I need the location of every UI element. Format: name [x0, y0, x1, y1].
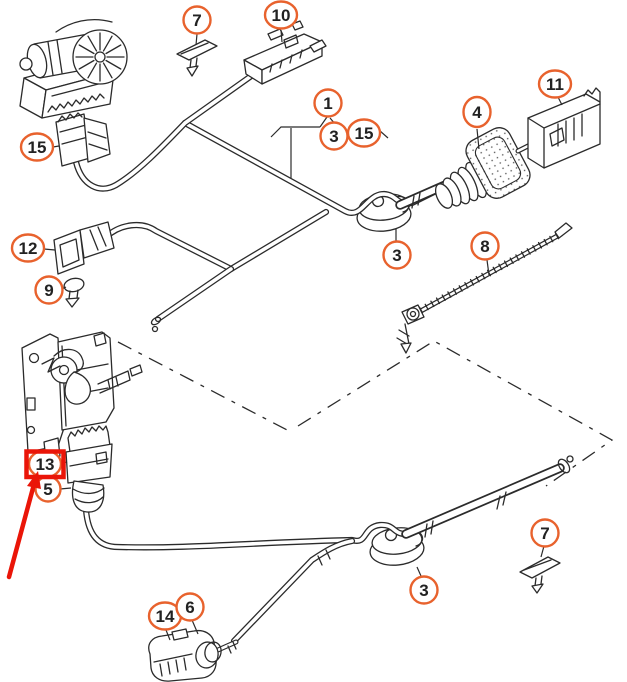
callout-9[interactable]: 9 [34, 275, 67, 305]
top-harness-wire [72, 70, 455, 216]
callout-3-group-label: 3 [329, 127, 338, 146]
callout-7-bottom-label: 7 [540, 524, 549, 543]
callout-14-label: 14 [156, 607, 175, 626]
callout-10[interactable]: 10 [263, 0, 299, 43]
cut-end-lower [557, 458, 571, 474]
callout-3-lower-grommet[interactable]: 3 [409, 566, 439, 605]
callout-7-top[interactable]: 7 [182, 5, 212, 46]
bottom-connector [148, 628, 239, 682]
callout-3-lower-label: 3 [419, 581, 428, 600]
callout-12-label: 12 [19, 239, 38, 258]
door-main-connector [527, 87, 601, 169]
callout-6-label: 6 [185, 598, 194, 617]
callout-3-upper-grommet[interactable]: 3 [382, 229, 412, 270]
callout-11-label: 11 [546, 75, 564, 94]
callout-5-label: 5 [43, 480, 52, 499]
callout-13-label: 13 [36, 455, 55, 474]
callout-15-left-label: 15 [28, 138, 47, 157]
callout-1[interactable]: 1 [313, 88, 343, 118]
mushroom-clip [63, 277, 85, 308]
two-pin-connector [53, 221, 115, 275]
highlight-arrow-shaft [6, 485, 36, 580]
spreader-clip-bottom [519, 556, 561, 594]
motor-connector [55, 112, 111, 167]
callout-7-bottom[interactable]: 7 [530, 518, 560, 558]
callout-15-group[interactable]: 15 [346, 118, 382, 148]
highlight-arrow-head [27, 471, 41, 489]
cut-end-upper [150, 316, 162, 326]
spreader-clip-top [176, 39, 218, 77]
lock-connector-boot [71, 480, 105, 513]
callout-4-label: 4 [472, 103, 482, 122]
callout-1-label: 1 [323, 94, 332, 113]
callout-9-label: 9 [44, 281, 53, 300]
panel-dashed-outline [117, 340, 614, 487]
callout-4[interactable]: 4 [462, 95, 492, 150]
window-motor [19, 18, 128, 119]
callout-11[interactable]: 11 [537, 69, 573, 106]
callout-15-group-label: 15 [355, 124, 374, 143]
callout-3-upper-label: 3 [392, 246, 401, 265]
callout-14[interactable]: 14 [147, 601, 183, 641]
bracket-connector [243, 20, 327, 85]
callout-7-top-label: 7 [192, 11, 201, 30]
callout-6[interactable]: 6 [175, 592, 205, 635]
callout-8[interactable]: 8 [470, 231, 500, 276]
callout-8-label: 8 [480, 237, 489, 256]
callout-3-group[interactable]: 3 [319, 121, 349, 151]
lower-harness-wire [82, 455, 574, 645]
middle-harness-wire [102, 208, 330, 333]
gear-spokes [75, 32, 125, 82]
lock-connector [65, 425, 113, 513]
corrugated-boot [434, 127, 537, 209]
callout-15-left[interactable]: 15 [19, 132, 60, 162]
callout-5[interactable]: 5 [34, 475, 72, 503]
highlight-box [24, 449, 66, 480]
callout-10-label: 10 [272, 6, 291, 25]
grommet-upper [356, 193, 412, 232]
callout-12[interactable]: 12 [10, 233, 56, 263]
cable-tie [396, 222, 573, 354]
highlight-annotation [6, 449, 66, 580]
